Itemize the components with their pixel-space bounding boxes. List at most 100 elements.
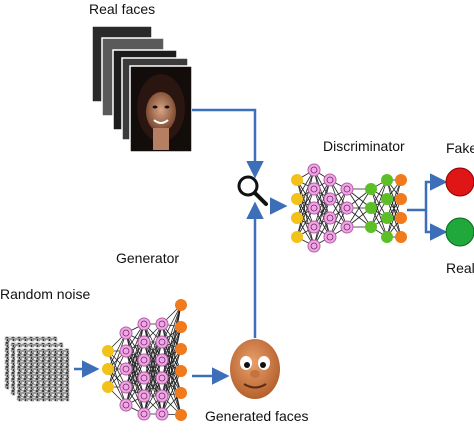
generator-node (119, 326, 133, 340)
generator-node-core (122, 365, 130, 373)
discriminator-edge (386, 198, 402, 238)
generator-node (155, 407, 169, 421)
generator-node (155, 389, 169, 403)
generator-node (155, 353, 169, 367)
generator-edge (161, 348, 182, 397)
discriminator-node-core (343, 223, 351, 231)
label-real: Real (446, 260, 474, 276)
discriminator-node (323, 173, 337, 187)
generator-edge (125, 359, 145, 406)
discriminator-node-core (310, 223, 318, 231)
discriminator-node (381, 231, 393, 243)
generator-node-core (158, 320, 166, 328)
arrow-discriminator-real (424, 210, 448, 241)
discriminator-node-core (326, 195, 334, 203)
label-generator: Generator (116, 250, 180, 266)
discriminator-edge (313, 179, 331, 228)
generator-node-core (122, 383, 130, 391)
generator-node (102, 345, 114, 357)
label-fake: Fake (446, 140, 474, 156)
generator-edge (125, 323, 145, 370)
generator-node (155, 317, 169, 331)
discriminator-edge (296, 169, 315, 219)
generator-node-core (122, 401, 130, 409)
generator-network (102, 299, 187, 421)
discriminator-network (291, 163, 407, 253)
generator-node (137, 317, 151, 331)
generator-node (175, 343, 187, 355)
random-noise-stack (3, 335, 71, 403)
discriminator-edge (313, 179, 331, 247)
generator-node (137, 353, 151, 367)
discriminator-edge (313, 198, 331, 247)
discriminator-node (365, 221, 377, 233)
generator-node-core (158, 392, 166, 400)
generator-edge (107, 332, 127, 388)
discriminator-node (381, 212, 393, 224)
discriminator-node-core (326, 214, 334, 222)
generator-edge (143, 377, 163, 415)
discriminator-node (395, 193, 407, 205)
discriminator-node-core (326, 233, 334, 241)
discriminator-node (381, 174, 393, 186)
face-photo-front (129, 65, 193, 153)
discriminator-node (323, 211, 337, 225)
generator-node (155, 371, 169, 385)
label-discriminator: Discriminator (323, 138, 405, 154)
discriminator-node (395, 212, 407, 224)
generator-node (137, 389, 151, 403)
output-fake-indicator (445, 167, 474, 197)
discriminator-node (395, 231, 407, 243)
generator-node-core (140, 338, 148, 346)
generator-edge (161, 348, 182, 415)
generator-edge (161, 323, 182, 372)
discriminator-node-core (326, 176, 334, 184)
discriminator-node (381, 193, 393, 205)
generator-node (137, 371, 151, 385)
generator-edge (143, 341, 163, 415)
arrow-discriminator-split (407, 173, 448, 212)
discriminator-edge (386, 179, 402, 219)
discriminator-node-core (310, 166, 318, 174)
generator-edge (107, 332, 127, 370)
discriminator-node (365, 202, 377, 214)
label-random-noise: Random noise (0, 286, 91, 302)
generator-node-core (140, 410, 148, 418)
generator-node-core (122, 329, 130, 337)
generator-edge (107, 350, 127, 388)
discriminator-node (323, 192, 337, 206)
discriminator-node (340, 182, 354, 196)
discriminator-node-core (343, 185, 351, 193)
generator-edge (125, 323, 145, 388)
generator-node (175, 409, 187, 421)
discriminator-node (291, 231, 303, 243)
generator-edge (125, 341, 145, 406)
generator-node (119, 380, 133, 394)
generator-node (175, 321, 187, 333)
magnifier-icon (237, 175, 268, 206)
label-generated-faces: Generated faces (205, 408, 309, 424)
generator-node (137, 407, 151, 421)
flow-arrows (74, 108, 448, 385)
discriminator-node (323, 230, 337, 244)
discriminator-node-core (310, 204, 318, 212)
discriminator-edge (329, 188, 348, 238)
generator-node-core (158, 356, 166, 364)
discriminator-edge (386, 179, 402, 238)
generator-node-core (122, 347, 130, 355)
generator-node-core (158, 374, 166, 382)
generator-node (137, 335, 151, 349)
discriminator-node (307, 182, 321, 196)
discriminator-node (291, 193, 303, 205)
generator-edge (161, 304, 182, 343)
real-faces-stack (91, 25, 193, 153)
generator-node (155, 335, 169, 349)
generator-edge (143, 323, 163, 379)
discriminator-edge (346, 188, 372, 228)
generator-node-core (158, 338, 166, 346)
discriminator-node (307, 220, 321, 234)
discriminator-node (291, 174, 303, 186)
discriminator-node (395, 174, 407, 186)
generator-node (102, 381, 114, 393)
generator-edge (161, 326, 182, 379)
